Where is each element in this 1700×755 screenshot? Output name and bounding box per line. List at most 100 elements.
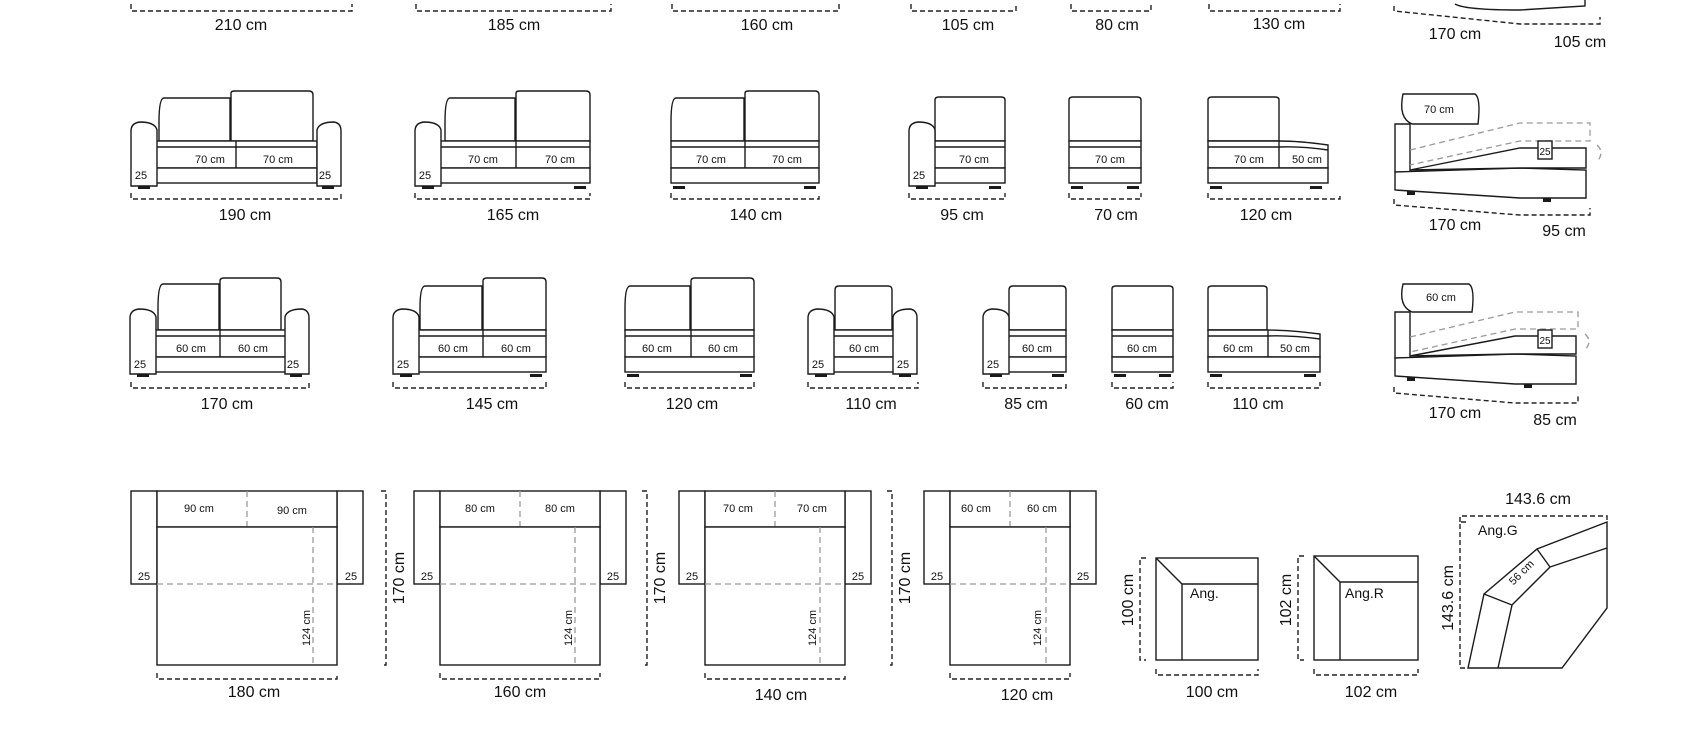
depth-label: 100 cm (1120, 574, 1137, 626)
backrest (1068, 96, 1142, 142)
width-label: 120 cm (1001, 687, 1053, 704)
width-label: 60 cm (1125, 396, 1169, 413)
chaise-back (1394, 123, 1411, 173)
dim-line (1459, 515, 1608, 522)
backrest (444, 97, 516, 142)
arm-label: 25 (287, 359, 299, 371)
armchair-110: 60 cm 25 25 110 cm (807, 285, 919, 413)
seat-frame (832, 329, 895, 358)
corner-inner (1155, 557, 1258, 660)
foot (1310, 186, 1322, 189)
left-arm (392, 308, 420, 375)
seat-frame (438, 140, 591, 169)
width-label: 95 cm (940, 207, 984, 224)
sofa-bed-160: 80 cm 80 cm 25 25 124 cm 160 cm 170 cm (413, 490, 669, 701)
left-arm (982, 308, 1010, 375)
width-label: 102 cm (1345, 684, 1397, 701)
width-label: 130 cm (1253, 16, 1305, 33)
base (933, 167, 1006, 184)
dim-line (1393, 199, 1591, 216)
seat-label: 70 cm (723, 503, 753, 515)
seat-110: 60 cm 50 cm 110 cm (1207, 285, 1321, 413)
backrest (1111, 285, 1174, 331)
row-60: 60 cm 60 cm 25 25 170 cm 60 cm 60 cm 25 … (129, 277, 1590, 429)
dim-line (670, 193, 820, 200)
seat-frame (624, 329, 755, 358)
headrest (1400, 93, 1480, 125)
left-arm (129, 308, 157, 375)
length-label: 170 cm (1429, 405, 1481, 422)
dim-line (887, 490, 893, 666)
width-label: 160 cm (741, 17, 793, 34)
dim-line (671, 4, 840, 12)
seat-label: 60 cm (961, 503, 991, 515)
foot (1304, 374, 1316, 377)
dim-line (1313, 669, 1419, 676)
seat-label: 60 cm (1027, 503, 1057, 515)
dim-line (1207, 382, 1321, 389)
dim-line (1393, 6, 1601, 25)
dim-line (1068, 193, 1142, 200)
arm-label: 25 (419, 170, 431, 182)
dim-line (156, 673, 338, 680)
right-arm (316, 121, 342, 187)
foot (627, 374, 639, 377)
foot (1052, 374, 1064, 377)
seat-label: 70 cm (263, 154, 293, 166)
width-label: 120 cm (666, 396, 718, 413)
dim-line (414, 193, 591, 200)
dim-line (1070, 4, 1152, 12)
sofa-190: 70 cm 70 cm 25 25 190 cm (130, 90, 342, 224)
backrest (934, 96, 1006, 142)
seat-label: 70 cm (959, 154, 989, 166)
width-label: 85 cm (1004, 396, 1048, 413)
width-label: 140 cm (730, 207, 782, 224)
left-arm (130, 490, 158, 585)
dim-line (130, 382, 310, 389)
seat-70: 70 cm 70 cm (1068, 96, 1142, 224)
chaise-outline (1454, 0, 1586, 11)
dim-line (642, 490, 648, 666)
backrest (624, 285, 691, 331)
length-label: 170 cm (1429, 217, 1481, 234)
foot (1071, 186, 1083, 189)
chaise-base (1394, 353, 1577, 385)
arm-label: 25 (1077, 571, 1089, 583)
seat-frame (1068, 140, 1142, 169)
sofa-120: 60 cm 60 cm 120 cm (624, 277, 755, 413)
right-arm (336, 490, 364, 585)
backrest (690, 277, 755, 331)
base (438, 167, 591, 184)
seat-label: 80 cm (465, 503, 495, 515)
motion-arc (1596, 144, 1602, 163)
seat-85: 60 cm 25 85 cm (982, 285, 1067, 413)
bed-mattress (439, 526, 601, 666)
cushion-line (1208, 146, 1329, 151)
width-label: 180 cm (228, 684, 280, 701)
seat-label: 60 cm (642, 343, 672, 355)
bed-mattress (949, 526, 1071, 666)
chaise-60: 60 cm 25 170 cm 85 cm (1393, 283, 1590, 429)
backrest (670, 97, 745, 142)
seat-label: 70 cm (797, 503, 827, 515)
seat-label: 70 cm (1234, 154, 1264, 166)
corner-inner (1483, 547, 1608, 669)
corner-label: Ang. (1190, 585, 1219, 601)
base (670, 167, 820, 184)
width-label: 140 cm (755, 687, 807, 704)
corner-label: Ang.R (1345, 585, 1384, 601)
dim-line (439, 673, 601, 680)
dim-line (1393, 387, 1579, 404)
dim-line (910, 4, 1017, 12)
depth-label: 143.6 cm (1440, 565, 1457, 631)
depth-label: 170 cm (897, 552, 914, 604)
seat-label: 70 cm (772, 154, 802, 166)
sofa-bed-120: 60 cm 60 cm 25 25 124 cm 120 cm (923, 490, 1097, 704)
base (1207, 167, 1329, 184)
motion-arc (1584, 333, 1590, 351)
dim-line (807, 382, 919, 389)
arm-block (1537, 140, 1553, 160)
foot (1407, 377, 1415, 381)
backrest (834, 285, 893, 331)
corner-ang-r: Ang.R 102 cm 102 cm (1278, 555, 1419, 701)
